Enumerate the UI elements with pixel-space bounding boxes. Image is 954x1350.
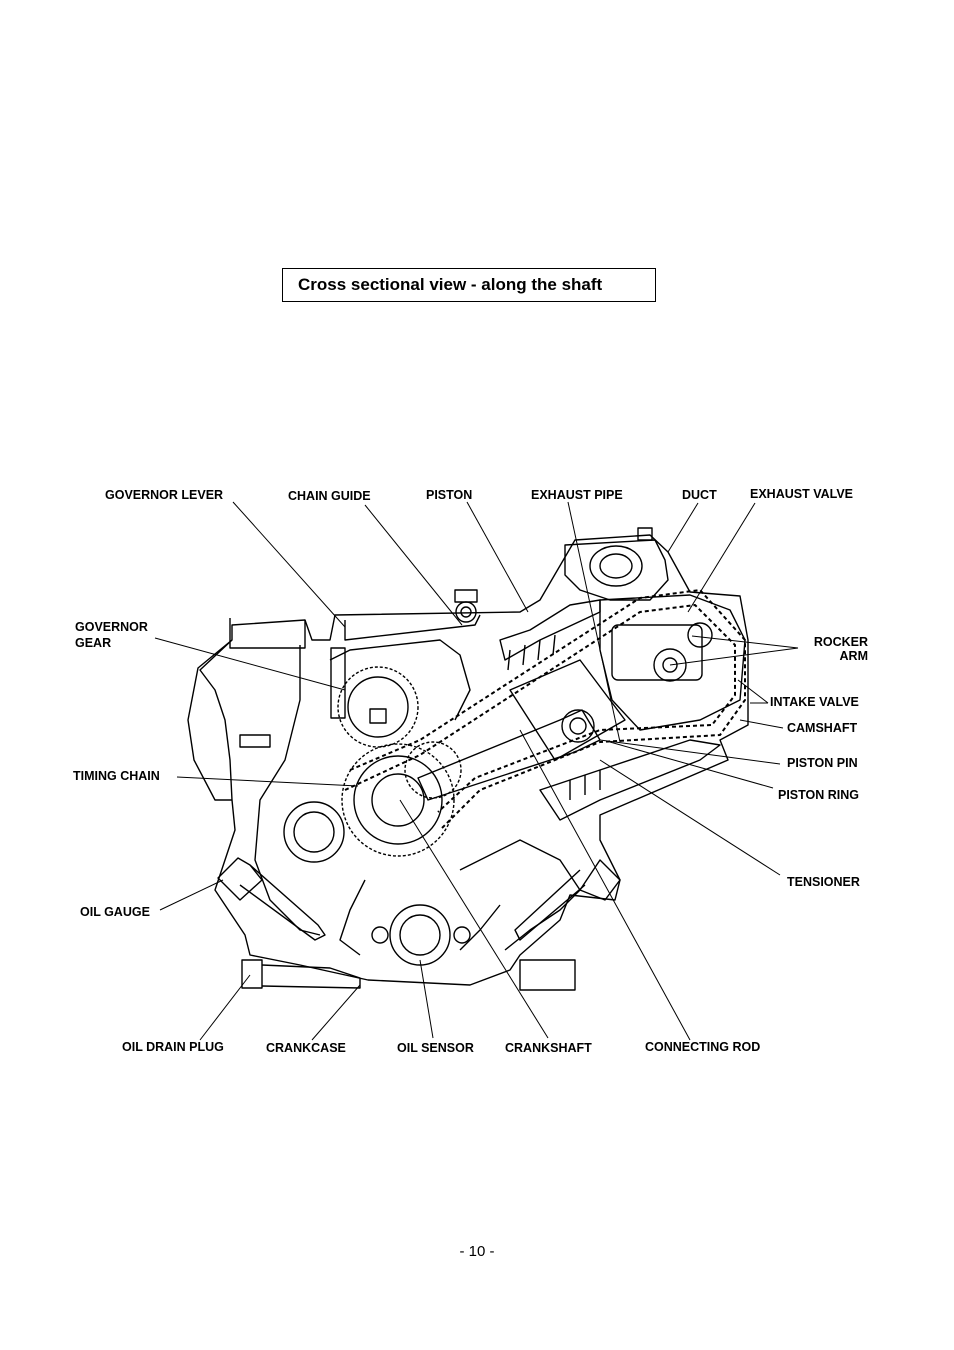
page-number: - 10 - (459, 1243, 495, 1260)
label-exhaust-pipe: EXHAUST PIPE (531, 488, 623, 502)
label-timing-chain: TIMING CHAIN (73, 769, 160, 783)
label-rocker-arm-line2: ARM (839, 649, 868, 663)
label-duct: DUCT (682, 488, 717, 502)
label-camshaft: CAMSHAFT (787, 721, 858, 735)
label-crankcase: CRANKCASE (266, 1041, 346, 1055)
label-governor-gear-line2: GEAR (75, 636, 112, 650)
label-piston-pin: PISTON PIN (787, 756, 858, 770)
label-tensioner: TENSIONER (787, 875, 860, 889)
label-exhaust-valve: EXHAUST VALVE (750, 487, 854, 501)
label-oil-drain-plug: OIL DRAIN PLUG (122, 1040, 224, 1054)
label-piston-ring: PISTON RING (778, 788, 860, 802)
label-crankshaft: CRANKSHAFT (505, 1041, 592, 1055)
label-oil-gauge: OIL GAUGE (80, 905, 150, 919)
label-connecting-rod: CONNECTING ROD (645, 1040, 761, 1054)
label-rocker-arm-line1: ROCKER (813, 635, 868, 649)
timing-chain (349, 589, 746, 831)
label-piston: PISTON (426, 488, 473, 502)
label-governor-lever: GOVERNOR LEVER (105, 488, 224, 502)
label-oil-sensor: OIL SENSOR (397, 1041, 474, 1055)
diagram-title: Cross sectional view - along the shaft (282, 268, 656, 302)
label-chain-guide: CHAIN GUIDE (288, 489, 371, 503)
label-governor-gear-line1: GOVERNOR (75, 620, 148, 634)
label-intake-valve: INTAKE VALVE (770, 695, 859, 709)
